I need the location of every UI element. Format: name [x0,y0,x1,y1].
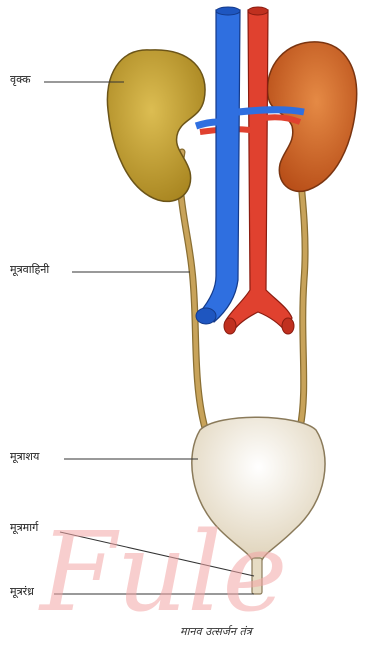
left-kidney [107,50,205,202]
renal-artery-right [264,117,300,122]
aorta-top-opening [248,7,268,15]
urinary-bladder [192,417,325,560]
vena-cava [200,10,240,322]
label-ureter: मूत्रवाहिनी [10,264,49,275]
urethra-leader-line [60,532,254,576]
diagram-caption: मानव उत्सर्जन तंत्र [180,624,252,639]
label-bladder: मूत्राशय [10,451,39,462]
label-urethra: मूत्रमार्ग [10,522,38,533]
left-iliac-artery-opening [224,318,236,334]
label-kidney: वृक्क [10,74,31,85]
vena-cava-top-opening [216,7,240,15]
renal-vein-right [238,110,304,112]
iliac-vein-opening [196,308,216,324]
label-urethral-opening: मूत्ररंध्र [10,586,34,597]
renal-vein-left [196,122,218,126]
right-iliac-artery-opening [282,318,294,334]
